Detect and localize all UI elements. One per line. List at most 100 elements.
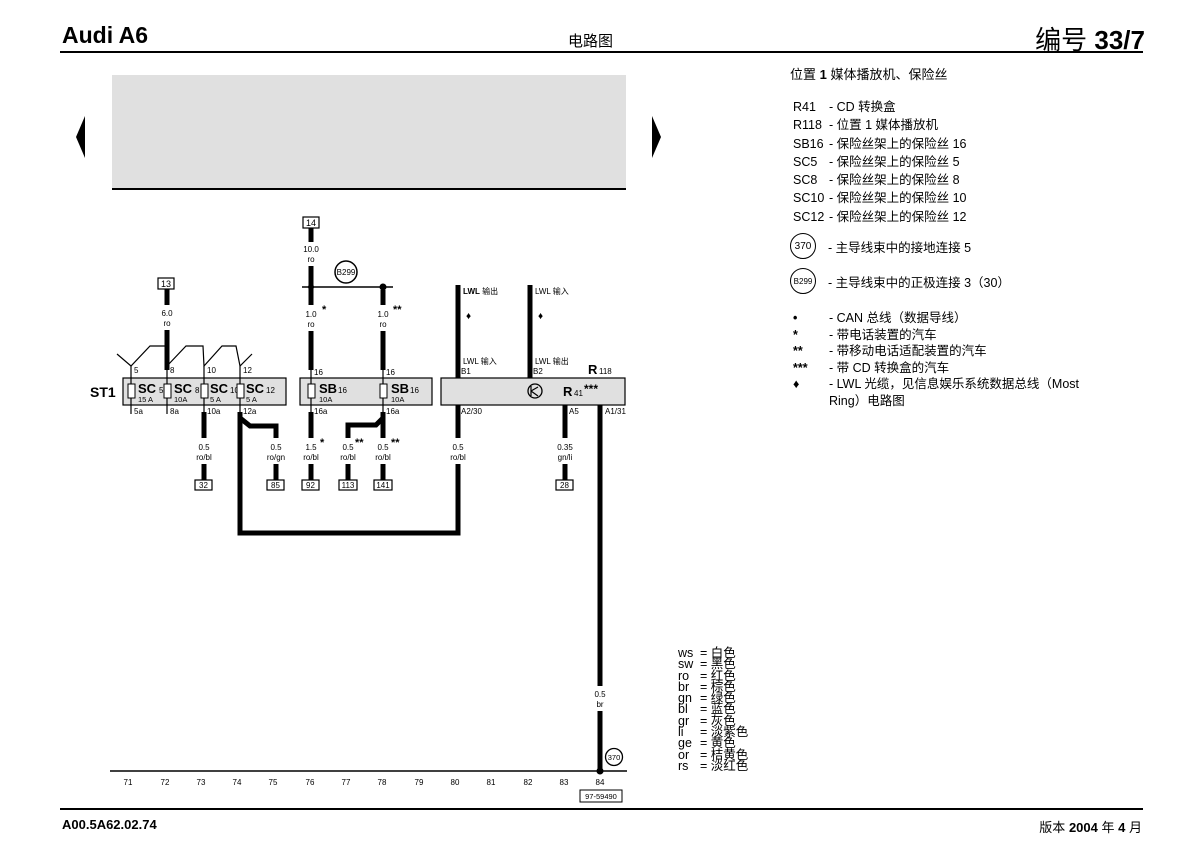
title-panel [112, 75, 626, 190]
wire-size-label: 1.0 [305, 310, 317, 319]
list-item: rs= 淡红色 [678, 758, 749, 773]
wire-color-label: ro/gn [267, 453, 285, 462]
diamond-icon: ♦ [793, 377, 800, 391]
svg-text:SC: SC [210, 381, 229, 396]
svg-text:15 A: 15 A [138, 395, 153, 404]
wire-color-label: br [596, 700, 603, 709]
wire [345, 412, 386, 438]
wire-color-label: ro [379, 320, 387, 329]
list-item: *- 带电话装置的汽车 [793, 327, 937, 342]
bullet-icon: • [793, 311, 798, 325]
track-number: 82 [524, 778, 533, 787]
ground-connection-icon [604, 747, 624, 767]
list-item: SC12- 保险丝架上的保险丝 12 [793, 209, 967, 224]
svg-text:10a: 10a [207, 407, 221, 416]
ref-box [194, 479, 213, 491]
svg-text:12: 12 [266, 386, 275, 395]
connector-b299-label: B299 [337, 268, 356, 277]
svg-text:8: 8 [195, 386, 200, 395]
lwl-label: LWL 输入 [535, 286, 569, 296]
list-item: •- CAN 总线（数据导线） [793, 311, 967, 325]
ref-box [266, 479, 285, 491]
list-item: SC8- 保险丝架上的保险丝 8 [793, 173, 960, 188]
list-item: li= 淡紫色 [678, 725, 749, 740]
wire-mark: * [322, 304, 327, 316]
svg-text:16: 16 [338, 386, 347, 395]
junction-dot [379, 283, 387, 291]
svg-text:10: 10 [207, 366, 216, 375]
list-item: sw= 黑色 [678, 657, 736, 672]
ref-label: 32 [199, 481, 208, 490]
track-number: 78 [378, 778, 387, 787]
wire-color-label: ro/bl [303, 453, 319, 462]
track-numbers: 71 72 73 74 75 76 77 78 79 80 81 82 83 8… [124, 778, 605, 787]
svg-text:SC: SC [174, 381, 193, 396]
st1-label: ST1 [90, 384, 116, 400]
vehicle-model-title: Audi A6 [62, 22, 149, 48]
list-item: SB16- 保险丝架上的保险丝 16 [793, 136, 967, 151]
track-number: 74 [233, 778, 242, 787]
fuse-sc10: 10 SC 10 5 A 10a [200, 366, 239, 416]
pin-label: A1/31 [605, 407, 626, 416]
triangle-right-icon[interactable] [652, 116, 661, 158]
wire-mark: * [320, 437, 325, 449]
svg-text:16: 16 [386, 368, 395, 377]
double-asterisk-icon: ** [793, 344, 803, 358]
ref-label: 85 [271, 481, 280, 490]
triangle-left-icon[interactable] [76, 116, 85, 158]
header-divider [60, 51, 1143, 53]
r41-label: R [563, 384, 573, 399]
pin-label: A2/30 [461, 407, 482, 416]
pin-label: A5 [569, 407, 579, 416]
ref-label: 92 [306, 481, 315, 490]
svg-text:10A: 10A [319, 395, 332, 404]
junction-dot [596, 767, 604, 775]
fuse-holder-sb [299, 377, 433, 406]
track-number: 79 [415, 778, 424, 787]
fuse-sc8: 8 SC 8 10A 8a [163, 366, 200, 416]
edition-date: 版本 2004 年 4 月 [1039, 820, 1142, 835]
media-player-r118 [440, 377, 626, 406]
r118-label: R [588, 362, 598, 377]
list-item: gr= 灰色 [678, 713, 736, 728]
notes-list: •- CAN 总线（数据导线） *- 带电话装置的汽车 **- 带移动电话适配装… [793, 310, 1099, 409]
ref-box [373, 479, 393, 491]
track-number: 72 [161, 778, 170, 787]
footer-divider [60, 808, 1143, 810]
wire-mark: ** [393, 304, 402, 316]
svg-text:8a: 8a [170, 407, 179, 416]
document-code: A00.5A62.02.74 [62, 817, 157, 832]
positive-connection-icon: B299 [790, 268, 816, 294]
svg-text:12a: 12a [243, 407, 257, 416]
list-item: gn= 绿色 [678, 691, 736, 706]
fuse-sc12: 12 SC 12 5 A 12a [236, 366, 275, 416]
svg-text:16: 16 [314, 368, 323, 377]
wire-mark: ** [355, 437, 364, 449]
wire-color-label: gn/li [558, 453, 573, 462]
svg-text:SC: SC [138, 381, 157, 396]
list-item: R118- 位置 1 媒体播放机 [793, 118, 939, 133]
r41-mark: *** [584, 382, 598, 396]
lwl-label: LWL 输出 [535, 356, 569, 366]
wire-size-label: 0.5 [198, 443, 210, 452]
legend-connection-370: 370 - 主导线束中的接地连接 5 [790, 233, 971, 259]
track-number: 83 [560, 778, 569, 787]
wire-size-label: 0.5 [377, 443, 389, 452]
ref-box [338, 479, 358, 491]
ref-label: 113 [342, 481, 355, 490]
svg-text:8: 8 [170, 366, 175, 375]
wire-color-label: ro [307, 255, 315, 264]
svg-text:12: 12 [243, 366, 252, 375]
list-item: R41- CD 转换盒 [793, 100, 896, 114]
ground-label: 370 [608, 753, 621, 762]
svg-text:16: 16 [410, 386, 419, 395]
list-item: or= 桔黄色 [678, 747, 749, 762]
ref-label: 28 [560, 481, 569, 490]
track-number: 76 [306, 778, 315, 787]
lwl-label: LWL 输入 [463, 356, 497, 366]
document-type: 电路图 [568, 33, 614, 50]
fuse-bridge [116, 345, 253, 368]
wire-color-label: ro [163, 319, 171, 328]
diagram-id-box [579, 789, 623, 803]
